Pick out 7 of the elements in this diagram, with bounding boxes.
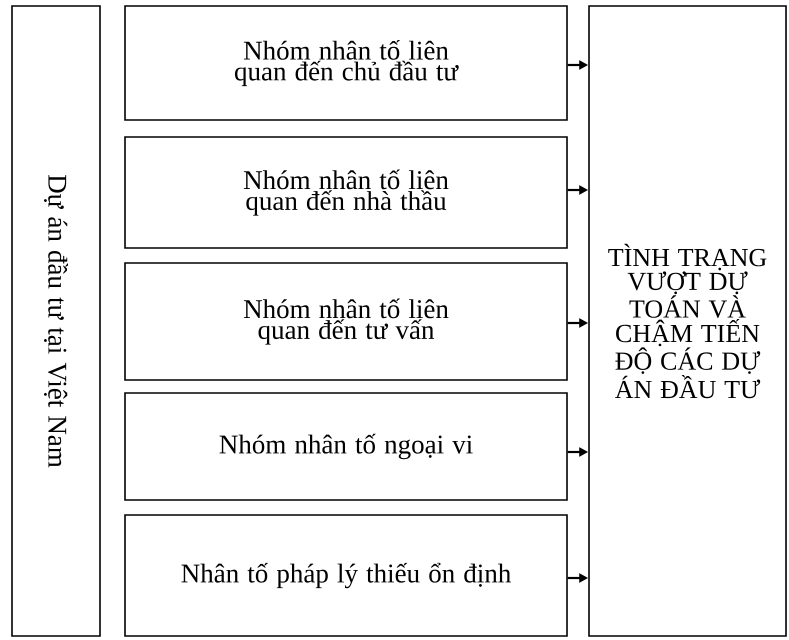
factor-box: Nhóm nhân tố liên quan đến chủ đầu tư xyxy=(124,5,568,121)
factor-box: Nhóm nhân tố liên quan đến nhà thầu xyxy=(124,136,568,249)
vertical-label-box: Dự án đầu tư tại Việt Nam xyxy=(11,5,101,637)
factor-box: Nhóm nhân tố liên quan đến tư vấn xyxy=(124,262,568,381)
factor-box: Nhóm nhân tố ngoại vi xyxy=(124,392,568,501)
factor-box: Nhân tố pháp lý thiếu ổn định xyxy=(124,514,568,637)
result-box: TÌNH TRẠNG VƯỢT DỰ TOÁN VÀ CHẬM TIẾN ĐỘ CÁC DỰ ÁN ĐẦU TƯ xyxy=(588,5,787,637)
